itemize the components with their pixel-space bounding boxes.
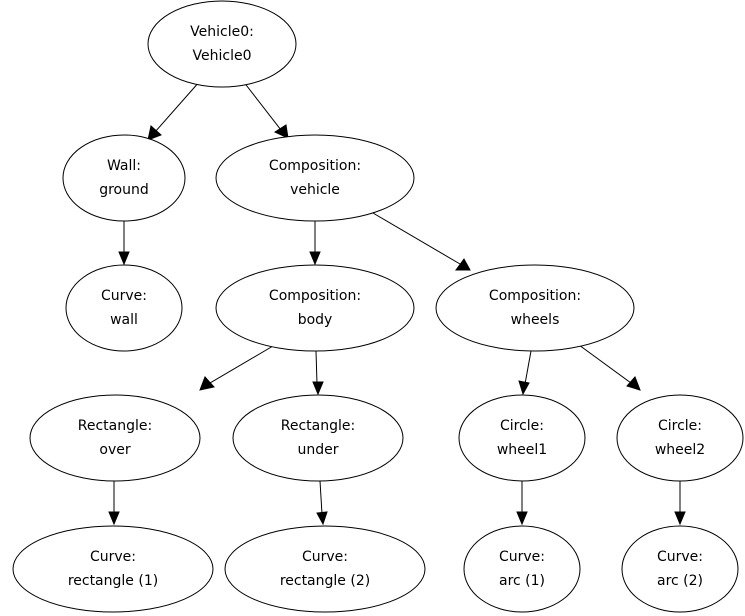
node-ellipse-shape[interactable] — [62, 134, 186, 222]
node-ellipse-shape[interactable] — [224, 525, 426, 613]
node-label-type: Curve: — [90, 549, 136, 565]
edge-arrowhead-icon — [674, 511, 686, 526]
edge-arrowhead-icon — [273, 124, 289, 139]
graph-edge-vehicle0-to-wall_ground — [147, 80, 201, 141]
node-label-type: Composition: — [269, 288, 361, 304]
node-label-type: Composition: — [489, 288, 581, 304]
edge-line — [372, 212, 461, 265]
edge-arrowhead-icon — [516, 511, 528, 526]
node-label-name: ground — [99, 182, 149, 198]
graph-edge-composition_body-to-rectangle_under — [312, 350, 324, 396]
node-ellipse-shape[interactable] — [215, 264, 415, 352]
graph-edge-rectangle_under-to-curve_rectangle_2 — [316, 480, 328, 526]
graph-node-circle_wheel1[interactable]: Circle: wheel1 — [458, 394, 586, 482]
edge-arrowhead-icon — [118, 251, 130, 266]
graph-edge-vehicle0-to-composition_vehicle — [242, 80, 289, 139]
graph-edge-wall_ground-to-curve_wall — [118, 221, 130, 266]
edge-line — [315, 350, 318, 385]
node-label-type: Composition: — [269, 158, 361, 174]
node-label-name: Vehicle0 — [193, 48, 252, 64]
node-ellipse-shape[interactable] — [463, 525, 581, 613]
graph-node-curve_arc_1[interactable]: Curve: arc (1) — [463, 525, 581, 613]
graph-edge-composition_wheels-to-circle_wheel1 — [518, 350, 532, 396]
node-label-name: rectangle (1) — [68, 573, 158, 589]
node-ellipse-shape[interactable] — [435, 264, 635, 352]
node-ellipse-shape[interactable] — [616, 394, 744, 482]
edge-line — [319, 480, 323, 515]
node-ellipse-shape[interactable] — [458, 394, 586, 482]
node-label-type: Circle: — [658, 418, 702, 434]
graph-edge-circle_wheel2-to-curve_arc_2 — [674, 481, 686, 526]
graph-edge-composition_vehicle-to-composition_body — [309, 221, 321, 266]
graph-edge-composition_body-to-rectangle_over — [199, 345, 274, 391]
node-label-type: Curve: — [657, 549, 703, 565]
node-label-name: vehicle — [290, 182, 340, 198]
node-label-name: arc (1) — [499, 573, 545, 589]
edge-arrowhead-icon — [518, 380, 530, 396]
graph-edge-rectangle_over-to-curve_rectangle_1 — [108, 481, 120, 526]
graph-node-wall_ground[interactable]: Wall: ground — [62, 134, 186, 222]
node-label-name: arc (2) — [657, 573, 703, 589]
node-ellipse-shape[interactable] — [65, 264, 183, 352]
node-label-name: over — [99, 442, 130, 458]
node-label-type: Curve: — [101, 288, 147, 304]
node-label-type: Wall: — [107, 158, 141, 174]
graph-node-curve_wall[interactable]: Curve: wall — [65, 264, 183, 352]
edge-line — [242, 80, 282, 131]
graph-node-rectangle_over[interactable]: Rectangle: over — [29, 394, 201, 482]
node-label-name: wheel2 — [655, 442, 705, 458]
edge-line — [154, 80, 201, 133]
node-label-name: rectangle (2) — [280, 573, 370, 589]
node-label-type: Circle: — [500, 418, 544, 434]
graph-node-vehicle0[interactable]: Vehicle0: Vehicle0 — [147, 0, 297, 88]
graph-node-composition_body[interactable]: Composition: body — [215, 264, 415, 352]
edge-arrowhead-icon — [108, 511, 120, 526]
node-ellipse-shape[interactable] — [232, 394, 404, 482]
graph-edge-composition_vehicle-to-composition_wheels — [372, 212, 471, 271]
node-ellipse-shape[interactable] — [29, 394, 201, 482]
nodes-layer: Vehicle0:Vehicle0Wall:groundComposition:… — [12, 0, 744, 613]
node-label-name: wall — [110, 312, 138, 328]
node-label-name: body — [298, 312, 333, 328]
edge-arrowhead-icon — [316, 511, 328, 526]
edge-arrowhead-icon — [455, 258, 471, 271]
edge-arrowhead-icon — [199, 376, 215, 391]
graph-node-curve_rectangle_1[interactable]: Curve: rectangle (1) — [12, 525, 214, 613]
graph-node-curve_arc_2[interactable]: Curve: arc (2) — [621, 525, 739, 613]
node-ellipse-shape[interactable] — [621, 525, 739, 613]
node-label-type: Rectangle: — [281, 418, 355, 434]
edge-line — [578, 344, 632, 384]
node-ellipse-shape[interactable] — [147, 0, 297, 88]
edge-line — [209, 345, 274, 384]
edge-arrowhead-icon — [309, 251, 321, 266]
edge-arrowhead-icon — [312, 381, 324, 396]
node-label-name: under — [297, 442, 338, 458]
node-ellipse-shape[interactable] — [12, 525, 214, 613]
edge-arrowhead-icon — [147, 125, 162, 141]
node-ellipse-shape[interactable] — [215, 134, 415, 222]
node-label-type: Rectangle: — [78, 418, 152, 434]
edges-layer — [108, 80, 686, 526]
node-label-name: wheels — [511, 312, 560, 328]
graph-node-composition_vehicle[interactable]: Composition: vehicle — [215, 134, 415, 222]
node-label-type: Curve: — [302, 549, 348, 565]
graph-edge-circle_wheel1-to-curve_arc_1 — [516, 481, 528, 526]
graph-node-curve_rectangle_2[interactable]: Curve: rectangle (2) — [224, 525, 426, 613]
graph-node-rectangle_under[interactable]: Rectangle: under — [232, 394, 404, 482]
graph-edge-composition_wheels-to-circle_wheel2 — [578, 344, 641, 391]
edge-arrowhead-icon — [626, 376, 641, 391]
node-label-name: wheel1 — [497, 442, 547, 458]
graph-node-composition_wheels[interactable]: Composition: wheels — [435, 264, 635, 352]
node-label-type: Vehicle0: — [190, 24, 254, 40]
edge-line — [524, 350, 532, 385]
graph-node-circle_wheel2[interactable]: Circle: wheel2 — [616, 394, 744, 482]
node-label-type: Curve: — [499, 549, 545, 565]
